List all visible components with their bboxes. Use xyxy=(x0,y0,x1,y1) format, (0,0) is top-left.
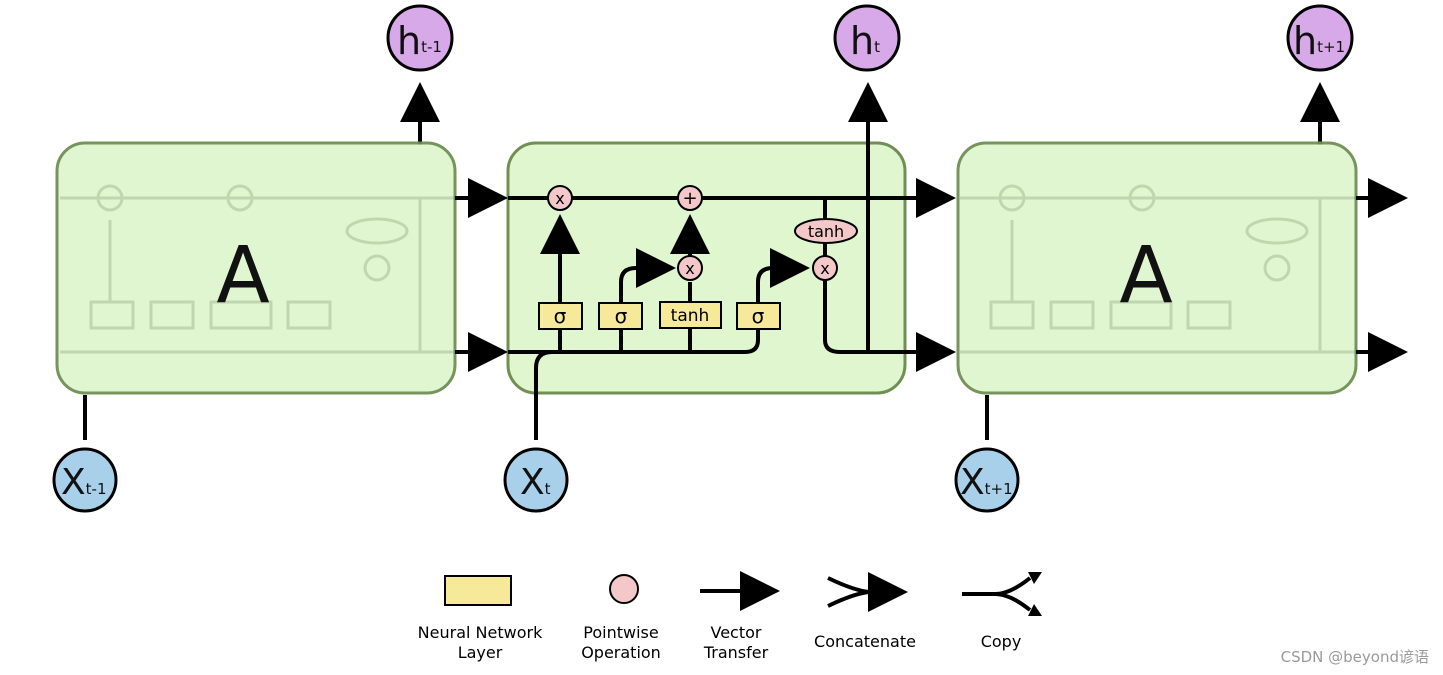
output-mul-op: x xyxy=(812,255,838,281)
candidate-layer: tanh xyxy=(659,301,722,329)
left-cell-inner-faded xyxy=(60,184,455,354)
legend-op-swatch xyxy=(609,574,639,604)
svg-text:ht+1: ht+1 xyxy=(1293,19,1345,63)
legend-transfer-label-line2: Transfer xyxy=(703,643,769,662)
forget-mul-symbol: x xyxy=(555,189,564,208)
legend-copy-label: Copy xyxy=(981,632,1022,651)
right-cell-inner-faded xyxy=(960,184,1356,354)
left-cell: A xyxy=(55,82,457,440)
svg-text:Xt-1: Xt-1 xyxy=(61,462,107,503)
output-mul-symbol: x xyxy=(820,259,829,278)
left-cell-box xyxy=(55,141,457,395)
output-mul-to-hidden xyxy=(823,281,905,354)
legend-op-label-line2: Operation xyxy=(581,643,661,662)
legend-transfer-label-line1: Vector xyxy=(711,623,762,642)
input-gate-label: σ xyxy=(615,304,628,328)
output-gate-label: σ xyxy=(752,304,765,328)
output-gate-layer: σ xyxy=(736,302,781,330)
legend-copy-arrow-top xyxy=(1028,572,1042,584)
svg-text:Xt+1: Xt+1 xyxy=(960,462,1013,503)
forget-gate-layer: σ xyxy=(538,302,583,330)
legend-concat-label: Concatenate xyxy=(814,632,916,651)
forget-gate-label: σ xyxy=(554,304,567,328)
candidate-label: tanh xyxy=(671,306,710,326)
legend-pointwise-operation: Pointwise Operation xyxy=(581,574,661,662)
svg-text:Xt: Xt xyxy=(520,462,551,503)
input-node-x-t-1: Xt-1 xyxy=(52,447,118,513)
middle-cell: x + x x tanh σ σ tanh xyxy=(455,82,956,440)
output-node-h-t-plus-1: ht+1 xyxy=(1286,4,1354,72)
input-gate-arrow xyxy=(619,248,676,303)
x-t-base: X xyxy=(520,462,545,503)
input-gate-layer: σ xyxy=(598,302,643,330)
input-node-x-t: Xt xyxy=(503,447,569,513)
legend-layer-label-line1: Neural Network xyxy=(418,623,543,642)
output-node-h-t: ht xyxy=(833,4,901,72)
legend-concat-swatch xyxy=(827,578,900,606)
legend-layer-swatch xyxy=(444,575,512,606)
cell-tanh-label: tanh xyxy=(808,222,844,241)
x-t-plus-1-sub: t+1 xyxy=(985,480,1013,498)
h-t-1-base: h xyxy=(397,19,421,63)
legend-neural-network-layer: Neural Network Layer xyxy=(418,575,543,662)
output-gate-arrow xyxy=(756,248,810,303)
hidden-concat-line xyxy=(508,328,760,354)
legend-copy: Copy xyxy=(962,572,1042,651)
h-t-plus-1-sub: t+1 xyxy=(1317,38,1345,56)
legend-copy-arrow-bottom xyxy=(1028,604,1042,616)
forget-mul-op: x xyxy=(547,185,573,211)
watermark: CSDN @beyond谚语 xyxy=(1280,648,1429,666)
svg-text:ht: ht xyxy=(850,19,880,63)
input-mul-symbol: x xyxy=(685,259,694,278)
right-cell-box xyxy=(956,141,1358,395)
legend-vector-transfer: Vector Transfer xyxy=(700,571,780,662)
input-node-x-t-plus-1: Xt+1 xyxy=(954,447,1020,513)
h-t-sub: t xyxy=(874,38,880,56)
legend-concatenate: Concatenate xyxy=(814,578,916,651)
h-t-plus-1-base: h xyxy=(1293,19,1317,63)
legend-copy-swatch xyxy=(962,576,1032,612)
legend-op-label-line1: Pointwise xyxy=(583,623,658,642)
legend: Neural Network Layer Pointwise Operation… xyxy=(418,572,1042,662)
svg-text:ht-1: ht-1 xyxy=(397,19,442,63)
right-cell-label: A xyxy=(1119,231,1172,321)
input-mul-op: x xyxy=(677,255,703,281)
xt-input-line xyxy=(534,350,553,440)
x-t-1-base: X xyxy=(61,462,86,503)
legend-layer-label-line2: Layer xyxy=(458,643,503,662)
add-symbol: + xyxy=(682,188,697,209)
x-t-1-sub: t-1 xyxy=(86,480,107,498)
middle-cell-box xyxy=(506,141,907,395)
x-t-plus-1-base: X xyxy=(960,462,985,503)
h-t-base: h xyxy=(850,19,874,63)
left-cell-label: A xyxy=(216,231,269,321)
x-t-sub: t xyxy=(545,480,551,498)
h-t-1-sub: t-1 xyxy=(421,38,442,56)
output-node-h-t-1: ht-1 xyxy=(386,4,454,72)
cell-tanh-op: tanh xyxy=(794,218,858,244)
add-op: + xyxy=(677,185,703,211)
right-cell: A xyxy=(956,82,1408,440)
